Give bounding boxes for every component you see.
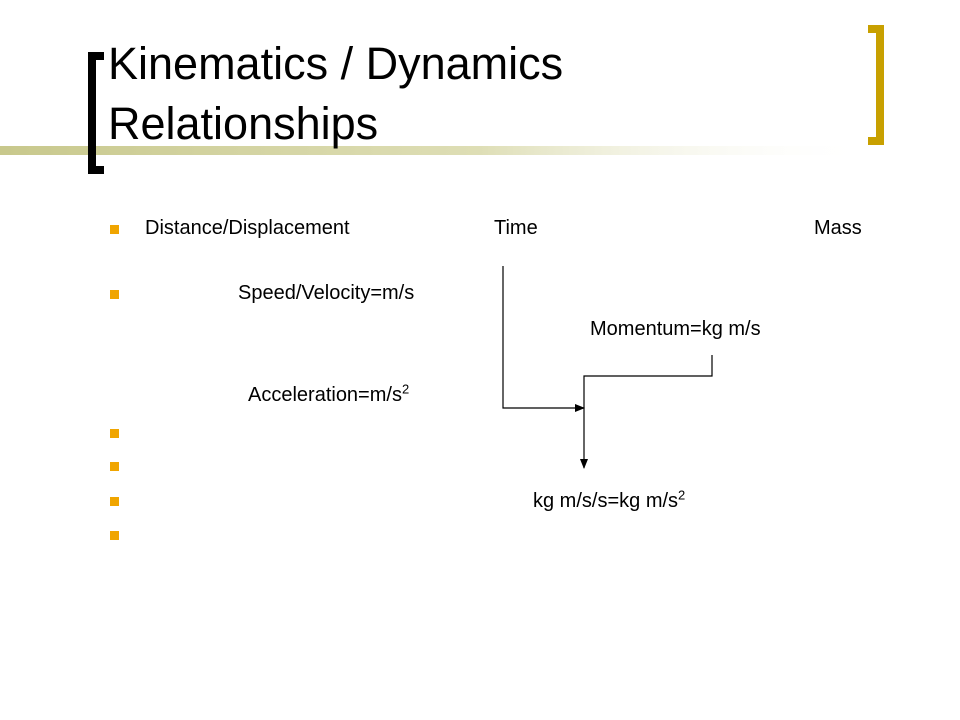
label-mass: Mass	[814, 217, 862, 239]
bullet-marker	[110, 497, 119, 506]
connector-time-to-force	[502, 266, 585, 412]
bullet-marker	[110, 531, 119, 540]
left-bracket	[88, 52, 104, 174]
label-acceleration: Acceleration=m/s2	[248, 381, 410, 407]
bullet-marker	[110, 429, 119, 438]
bullet-marker	[110, 462, 119, 471]
label-distance: Distance/Displacement	[145, 217, 350, 239]
connector-momentum-to-force	[580, 355, 713, 469]
label-force-units: kg m/s/s=kg m/s2	[533, 487, 686, 513]
title-underline-rule	[0, 146, 870, 155]
right-bracket	[868, 25, 884, 145]
force-units-text: kg m/s/s=kg m/s	[533, 490, 679, 512]
label-time: Time	[494, 217, 538, 239]
bullet-marker	[110, 290, 119, 299]
force-units-exponent: 2	[678, 487, 686, 503]
label-speed: Speed/Velocity=m/s	[238, 282, 415, 304]
slide-title-line-1: Kinematics / Dynamics	[108, 38, 564, 89]
acceleration-units: Acceleration=m/s	[248, 384, 402, 406]
bullet-marker	[110, 225, 119, 234]
acceleration-exponent: 2	[401, 381, 410, 397]
label-momentum: Momentum=kg m/s	[590, 318, 761, 340]
slide-title-line-2: Relationships	[108, 98, 379, 149]
